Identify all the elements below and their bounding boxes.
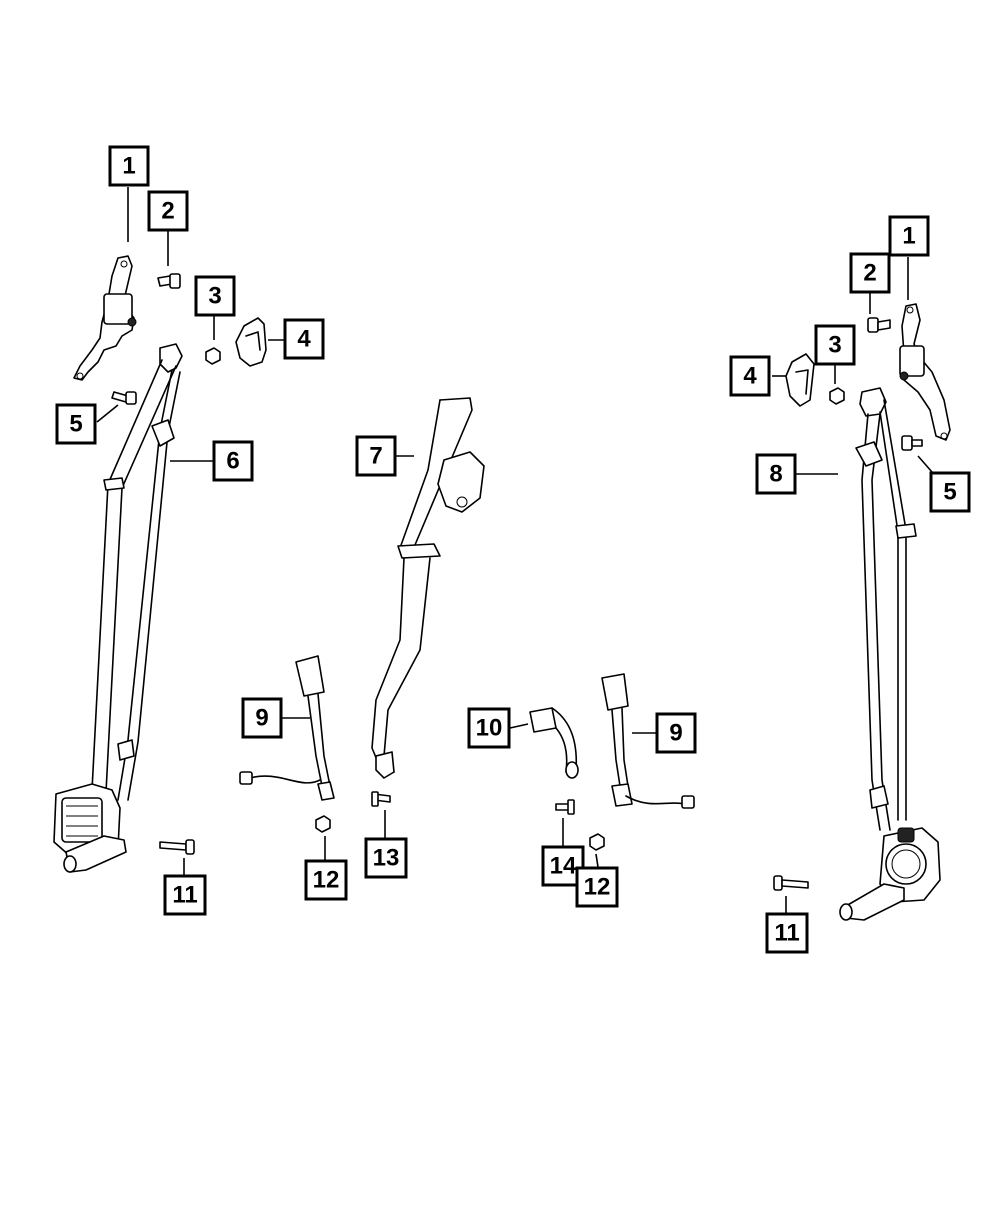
callout-label: 4: [743, 363, 757, 390]
left-anchor-bolt: [159, 839, 195, 855]
callout-label: 11: [774, 920, 799, 947]
right-seat-belt-assembly: [773, 303, 951, 921]
left-nut: [205, 347, 221, 365]
callout-label: 10: [476, 715, 503, 742]
callout-label: 13: [373, 845, 400, 872]
callout-4-left[interactable]: 4: [283, 318, 325, 360]
right-center-buckles: [529, 673, 695, 851]
callout-5-right[interactable]: 5: [929, 471, 971, 513]
callout-label: 2: [863, 260, 876, 287]
right-retractor: [839, 827, 941, 921]
callout-label: 8: [769, 461, 782, 488]
callout-label: 9: [255, 705, 268, 732]
callout-5-left[interactable]: 5: [55, 403, 97, 445]
right-upper-bolt: [867, 317, 891, 333]
center-bolt-13: [371, 791, 391, 807]
callout-label: 9: [669, 720, 682, 747]
left-belt-webbing: [91, 343, 183, 801]
callout-4-right[interactable]: 4: [729, 355, 771, 397]
callout-label: 12: [313, 867, 340, 894]
callout-label: 12: [584, 874, 611, 901]
callout-label: 11: [172, 882, 197, 909]
callout-label: 6: [226, 448, 239, 475]
callout-7[interactable]: 7: [355, 435, 397, 477]
callout-3-right[interactable]: 3: [814, 324, 856, 366]
leader-lines: [96, 187, 933, 915]
callout-13[interactable]: 13: [364, 837, 408, 879]
left-upper-bolt: [157, 273, 181, 289]
nut-12-right: [589, 833, 605, 851]
callout-12-right[interactable]: 12: [575, 866, 619, 908]
callout-label: 3: [208, 283, 221, 310]
callout-label: 2: [161, 198, 174, 225]
right-trim-cover: [785, 353, 815, 407]
callout-12-left[interactable]: 12: [304, 859, 348, 901]
callout-label: 7: [369, 443, 382, 470]
callout-label: 5: [69, 411, 82, 438]
left-height-adjuster: [73, 255, 137, 381]
right-mid-bolt: [901, 435, 923, 451]
callout-label: 14: [550, 853, 577, 880]
left-mid-bolt: [111, 391, 137, 405]
center-buckle-9: [239, 655, 335, 801]
callout-11-right[interactable]: 11: [765, 912, 809, 954]
right-anchor-bolt: [773, 875, 809, 891]
callout-9-right[interactable]: 9: [655, 712, 697, 754]
center-nut-12: [315, 815, 331, 833]
callout-label: 1: [902, 223, 915, 250]
callout-6[interactable]: 6: [212, 440, 254, 482]
callout-label: 1: [122, 153, 135, 180]
callout-1-left[interactable]: 1: [108, 145, 150, 187]
callout-10[interactable]: 10: [467, 707, 511, 749]
callout-14[interactable]: 14: [541, 845, 585, 887]
callout-label: 3: [828, 332, 841, 359]
right-belt-webbing: [855, 387, 917, 831]
right-height-adjuster: [899, 303, 951, 441]
left-trim-cover: [235, 317, 267, 367]
callout-8[interactable]: 8: [755, 453, 797, 495]
callout-3-left[interactable]: 3: [194, 275, 236, 317]
bolt-14: [555, 799, 575, 815]
buckle-9-right: [601, 673, 695, 809]
callout-1-right[interactable]: 1: [888, 215, 930, 257]
callout-9-left[interactable]: 9: [241, 697, 283, 739]
callout-11-left[interactable]: 11: [163, 874, 207, 916]
callout-label: 5: [943, 479, 956, 506]
right-nut: [829, 387, 845, 405]
center-belt-assembly: [239, 397, 485, 833]
buckle-10: [529, 707, 579, 779]
callout-2-right[interactable]: 2: [849, 252, 891, 294]
callout-2-left[interactable]: 2: [147, 190, 189, 232]
left-seat-belt-assembly: [53, 255, 267, 873]
callout-label: 4: [297, 326, 311, 353]
left-retractor: [53, 783, 127, 873]
